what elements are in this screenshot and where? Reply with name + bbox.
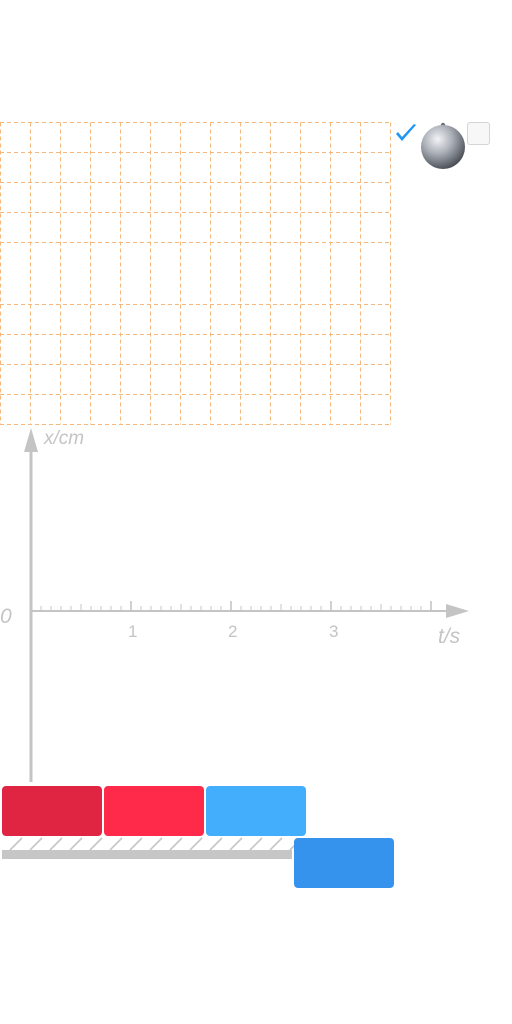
controls-panel	[394, 118, 494, 174]
ground-hatch-line	[149, 837, 163, 851]
block-dark-red[interactable]	[2, 786, 102, 836]
ground-hatch-line	[29, 837, 43, 851]
ground-bar	[2, 850, 292, 859]
graph-axes: x/cm 0 1 2 3 t/s	[0, 428, 469, 782]
block-light-blue[interactable]	[206, 786, 306, 836]
blocks-area	[0, 784, 400, 894]
ground-hatch-line	[189, 837, 203, 851]
ground-hatch	[9, 837, 300, 851]
x-axis-arrow	[446, 604, 469, 618]
ground-hatch-line	[249, 837, 263, 851]
ground-hatch-line	[49, 837, 63, 851]
x-axis-label: t/s	[438, 625, 461, 648]
origin-label: 0	[0, 605, 12, 628]
ground-hatch-line	[89, 837, 103, 851]
ground-surface	[2, 837, 300, 859]
block-red[interactable]	[104, 786, 204, 836]
ground-hatch-line	[269, 837, 283, 851]
ground-hatch-line	[169, 837, 183, 851]
check-icon[interactable]	[394, 122, 418, 144]
checkbox[interactable]	[467, 122, 490, 145]
ground-hatch-line	[209, 837, 223, 851]
ground-hatch-line	[129, 837, 143, 851]
ground-hatch-line	[9, 837, 23, 851]
x-axis-ticks	[40, 601, 432, 611]
x-tick-label-1: 1	[128, 622, 137, 641]
ground-hatch-line	[109, 837, 123, 851]
y-axis-label: x/cm	[43, 428, 84, 449]
grid-lines	[0, 122, 391, 425]
block-blue[interactable]	[294, 838, 394, 888]
ground-hatch-line	[69, 837, 83, 851]
ground-hatch-line	[229, 837, 243, 851]
y-axis-arrow	[24, 428, 38, 452]
x-tick-label-2: 2	[228, 622, 237, 641]
grid-canvas[interactable]	[0, 122, 391, 425]
x-tick-label-3: 3	[329, 622, 338, 641]
ball-icon[interactable]	[418, 118, 468, 170]
